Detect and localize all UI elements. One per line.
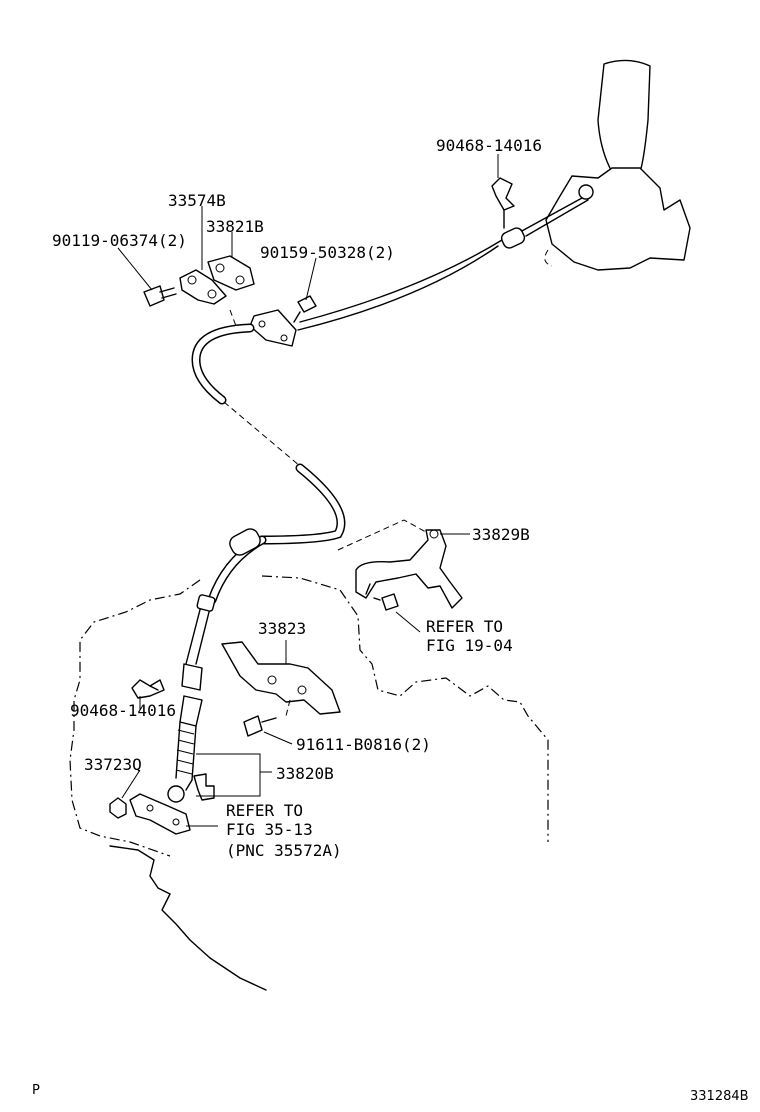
- shift-cable-upper: [191, 239, 503, 605]
- label-90468-14016-top: 90468-14016: [436, 136, 542, 155]
- shift-cable-lower: [167, 594, 216, 803]
- cable-clip-33820B: [129, 773, 215, 835]
- bolt-90119: [143, 285, 177, 307]
- bracket-33829B: [337, 519, 463, 609]
- refer-fig-35-13-line3: (PNC 35572A): [226, 841, 342, 860]
- callout-labels: 90468-14016 33574B 33821B 90119-06374(2)…: [32, 136, 749, 1104]
- bracket-33823: [221, 641, 341, 717]
- refer-fig-35-13-line2: FIG 35-13: [226, 820, 313, 839]
- label-33829B: 33829B: [472, 525, 530, 544]
- label-91611-B0816: 91611-B0816(2): [296, 735, 431, 754]
- refer-fig-19-04-line2: FIG 19-04: [426, 636, 513, 655]
- label-33821B: 33821B: [206, 217, 264, 236]
- label-33574B: 33574B: [168, 191, 226, 210]
- label-90468-14016-bottom: 90468-14016: [70, 701, 176, 720]
- retainer-plates: [179, 255, 255, 327]
- shift-lever-assembly: [500, 59, 691, 271]
- refer-fig-19-04-line1: REFER TO: [426, 617, 503, 636]
- bolt-bracket: [373, 593, 399, 611]
- bolt-91611: [243, 715, 277, 737]
- label-90159-50328: 90159-50328(2): [260, 243, 395, 262]
- label-33823: 33823: [258, 619, 306, 638]
- leader-lines: [117, 154, 499, 827]
- clip-90468-top: [491, 177, 515, 229]
- label-33723Q: 33723Q: [84, 755, 142, 774]
- nut-33723Q: [109, 797, 127, 819]
- label-90119-06374: 90119-06374(2): [52, 231, 187, 250]
- transmission-outline: [69, 575, 549, 991]
- illustration-number: 331284B: [690, 1089, 749, 1104]
- label-33820B: 33820B: [276, 764, 334, 783]
- refer-fig-35-13-line1: REFER TO: [226, 801, 303, 820]
- corner-letter: P: [32, 1083, 40, 1098]
- clip-90468-bottom: [131, 679, 165, 699]
